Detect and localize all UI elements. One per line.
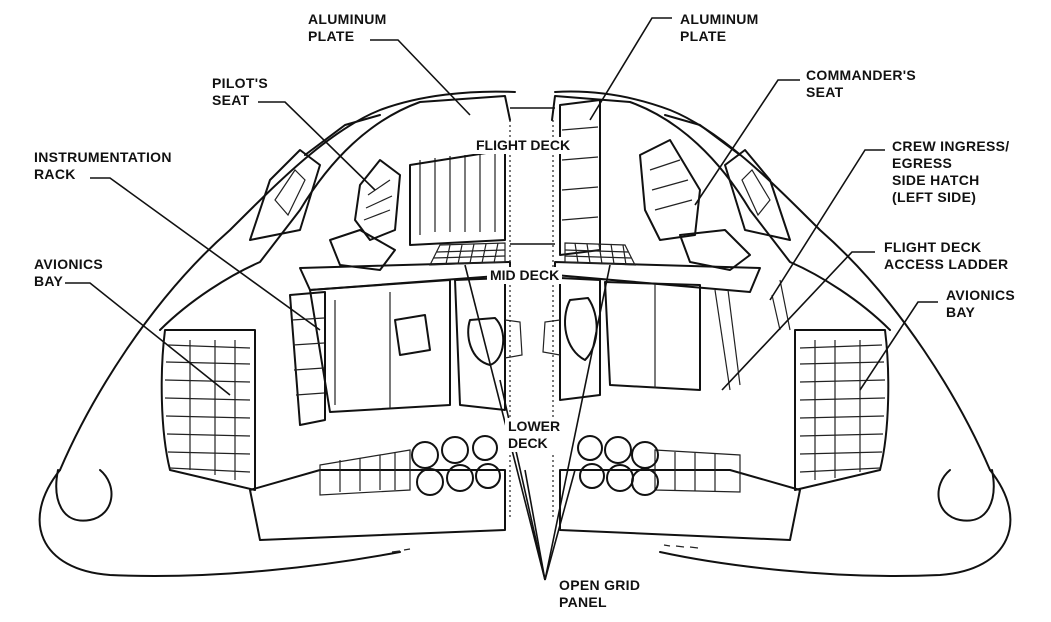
label-pilots-seat: PILOT'S SEAT [212, 75, 268, 108]
label-aluminum-plate-right: ALUMINUM PLATE [680, 11, 759, 44]
label-open-grid-panel: OPEN GRID PANEL [559, 577, 641, 610]
label-instrumentation-rack: INSTRUMENTATION RACK [34, 149, 172, 182]
left-cabin-shell [159, 95, 523, 541]
leader-lines [65, 17, 938, 581]
label-aluminum-plate-left: ALUMINUM PLATE [308, 11, 387, 44]
label-flight-deck-access-ladder: FLIGHT DECK ACCESS LADDER [884, 239, 1009, 272]
label-avionics-bay-right: AVIONICS BAY [946, 287, 1016, 320]
label-crew-hatch: CREW INGRESS/ EGRESS SIDE HATCH (LEFT SI… [892, 138, 1010, 205]
label-avionics-bay-left: AVIONICS BAY [34, 256, 104, 289]
label-commanders-seat: COMMANDER'S SEAT [806, 67, 917, 100]
right-cabin-shell [542, 95, 891, 541]
label-flight-deck: FLIGHT DECK [473, 137, 574, 154]
outer-hull [38, 90, 1012, 577]
label-lower-deck: LOWER DECK [505, 418, 564, 452]
label-mid-deck: MID DECK [487, 267, 563, 284]
center-seam [509, 120, 554, 520]
